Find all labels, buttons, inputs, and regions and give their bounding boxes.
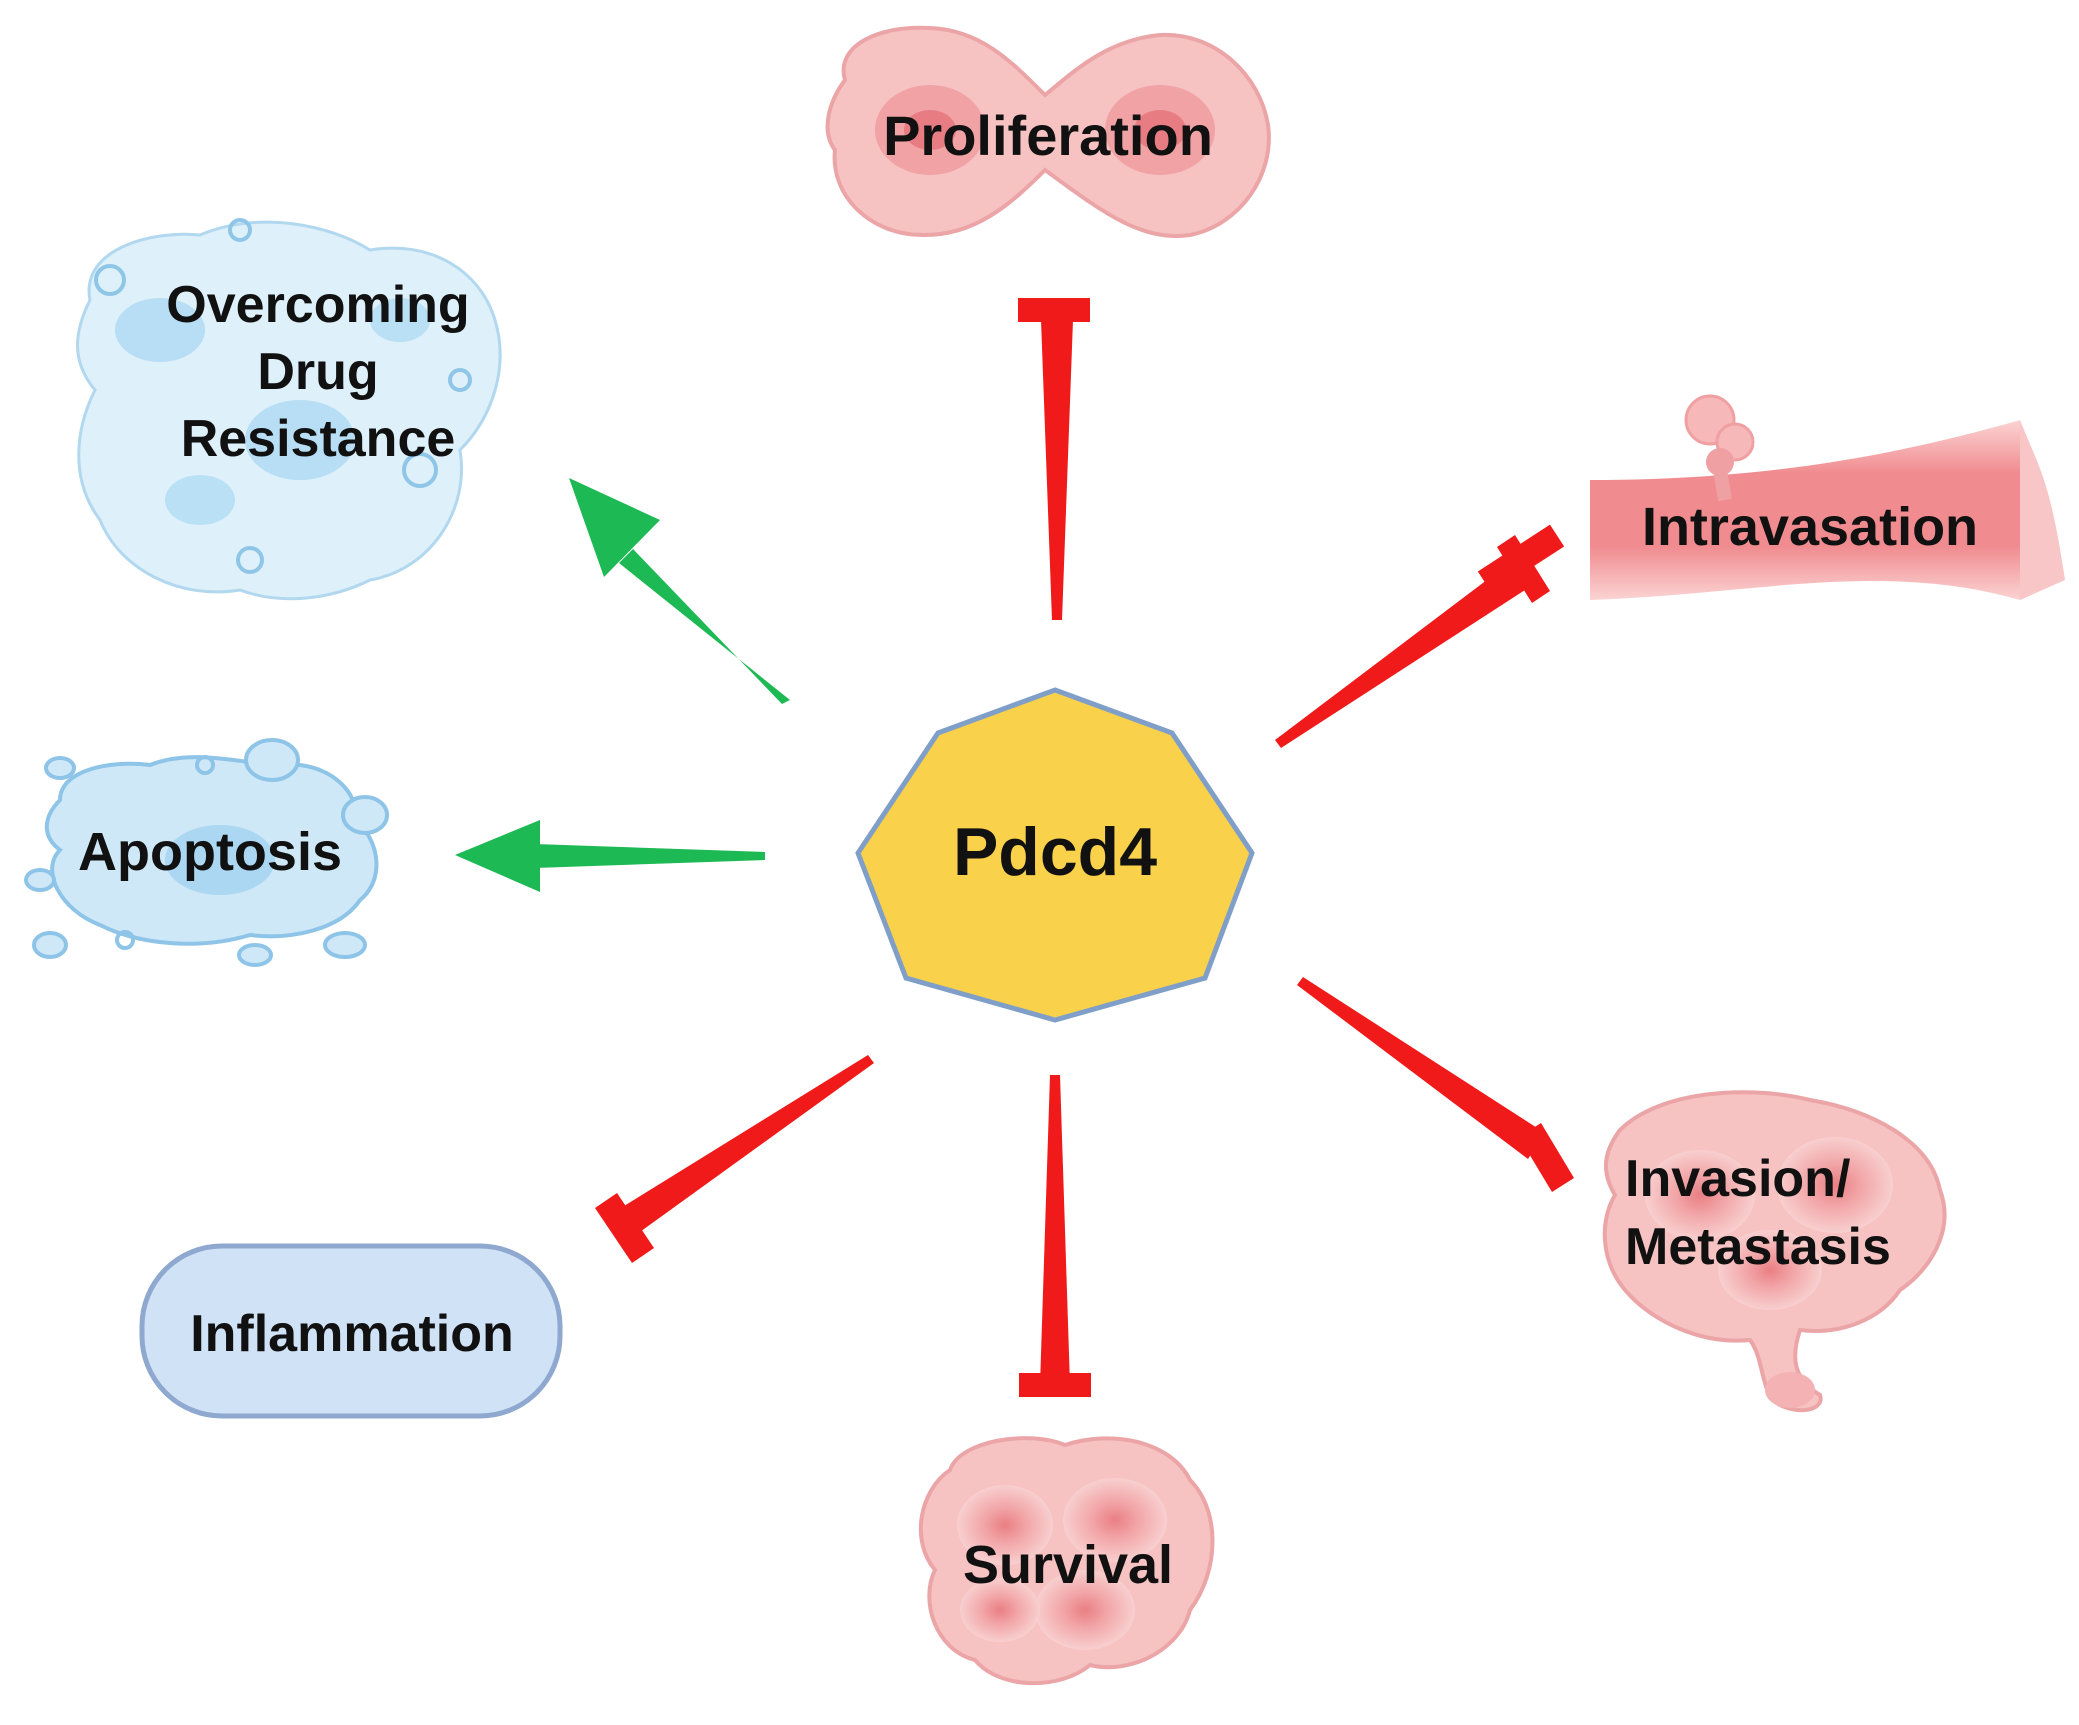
invasion-label-line2: Metastasis	[1625, 1218, 1891, 1276]
apoptotic-cell-icon	[24, 738, 389, 967]
survival-label: Survival	[963, 1535, 1173, 1595]
promote-arrow-drug-resistance	[569, 478, 790, 704]
promote-arrow-apoptosis	[455, 820, 765, 892]
drug-resistance-node: Overcoming Drug Resistance	[76, 218, 502, 601]
blood-vessel-icon	[1590, 394, 2065, 600]
intravasation-node: Intravasation	[1590, 394, 2065, 600]
apoptosis-label: Apoptosis	[78, 822, 342, 882]
invasion-label-line1: Invasion/	[1625, 1150, 1850, 1208]
inflammation-box	[139, 1243, 563, 1419]
inhibit-arrow-intravasation	[1275, 524, 1565, 748]
pdcd4-label: Pdcd4	[953, 814, 1157, 890]
drug-resistance-label-line2: Drug	[257, 343, 378, 401]
pdcd4-center-node: Pdcd4	[855, 687, 1255, 1023]
tumor-cluster-icon	[1602, 1090, 1947, 1413]
intravasation-label: Intravasation	[1642, 497, 1978, 557]
cell-debris-icon	[76, 218, 502, 601]
invasion-node: Invasion/ Metastasis	[1602, 1090, 1947, 1413]
drug-resistance-label-line3: Resistance	[181, 410, 456, 468]
apoptosis-node: Apoptosis	[24, 738, 389, 967]
inhibit-arrow-proliferation	[1018, 298, 1090, 620]
survival-node: Survival	[918, 1436, 1215, 1686]
inflammation-node: Inflammation	[139, 1243, 563, 1419]
inflammation-label: Inflammation	[190, 1305, 514, 1363]
inhibit-arrow-survival	[1019, 1075, 1091, 1397]
proliferation-label: Proliferation	[883, 104, 1213, 167]
cell-cluster-icon	[918, 1436, 1215, 1686]
drug-resistance-label-line1: Overcoming	[166, 276, 469, 334]
inhibit-arrow-inflammation	[595, 1055, 874, 1263]
pdcd4-octagon	[855, 687, 1255, 1023]
inhibit-arrow-invasion	[1297, 977, 1574, 1192]
proliferation-node: Proliferation	[825, 25, 1271, 238]
dividing-cell-icon	[825, 25, 1271, 238]
